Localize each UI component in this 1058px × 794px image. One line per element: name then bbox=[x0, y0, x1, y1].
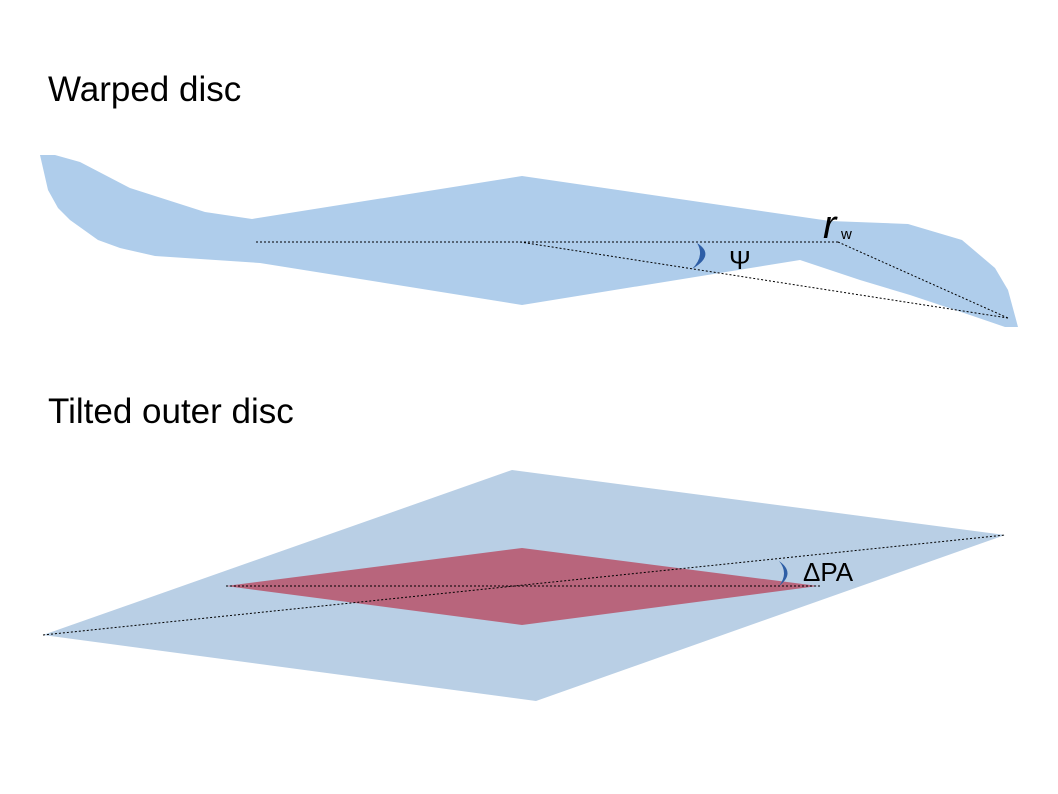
psi-label: Ψ bbox=[729, 245, 751, 275]
delta-pa-angle-arc bbox=[779, 561, 788, 586]
radius-subscript: w bbox=[840, 226, 852, 243]
psi-angle-arc bbox=[692, 243, 706, 269]
tilted-disc-panel: ΔPA bbox=[42, 470, 1006, 701]
outer-disc-axis-line bbox=[42, 534, 1006, 636]
warped-disc-panel: Ψ r w bbox=[40, 155, 1018, 327]
warped-disc-shape bbox=[40, 155, 1018, 327]
warped-outer-edge-line bbox=[837, 241, 1009, 319]
radius-symbol: r bbox=[823, 203, 838, 247]
warped-disc-title: Warped disc bbox=[48, 70, 242, 109]
tilted-disc-title: Tilted outer disc bbox=[48, 392, 294, 431]
delta-pa-label: ΔPA bbox=[803, 557, 854, 587]
